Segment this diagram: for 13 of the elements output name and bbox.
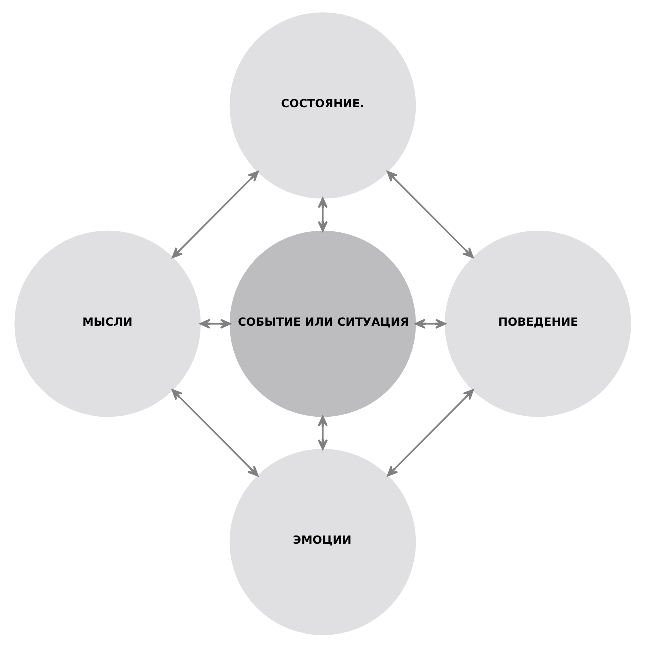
node-circle: МЫСЛИ	[14, 230, 202, 417]
node-circle: ЭМОЦИИ	[230, 448, 416, 635]
arrow	[387, 388, 474, 476]
arrow	[172, 388, 259, 476]
arrow	[172, 170, 259, 258]
arrow	[200, 318, 232, 328]
arrow	[318, 415, 328, 450]
node-circle: ПОВЕДЕНИЕ	[444, 230, 632, 417]
node-circle: СОБЫТИЕ ИЛИ СИТУАЦИЯ	[230, 230, 416, 417]
arrow	[387, 170, 474, 258]
node-circle: СОСТОЯНИЕ.	[230, 12, 416, 198]
arrow	[415, 318, 446, 328]
arrow	[318, 197, 328, 232]
